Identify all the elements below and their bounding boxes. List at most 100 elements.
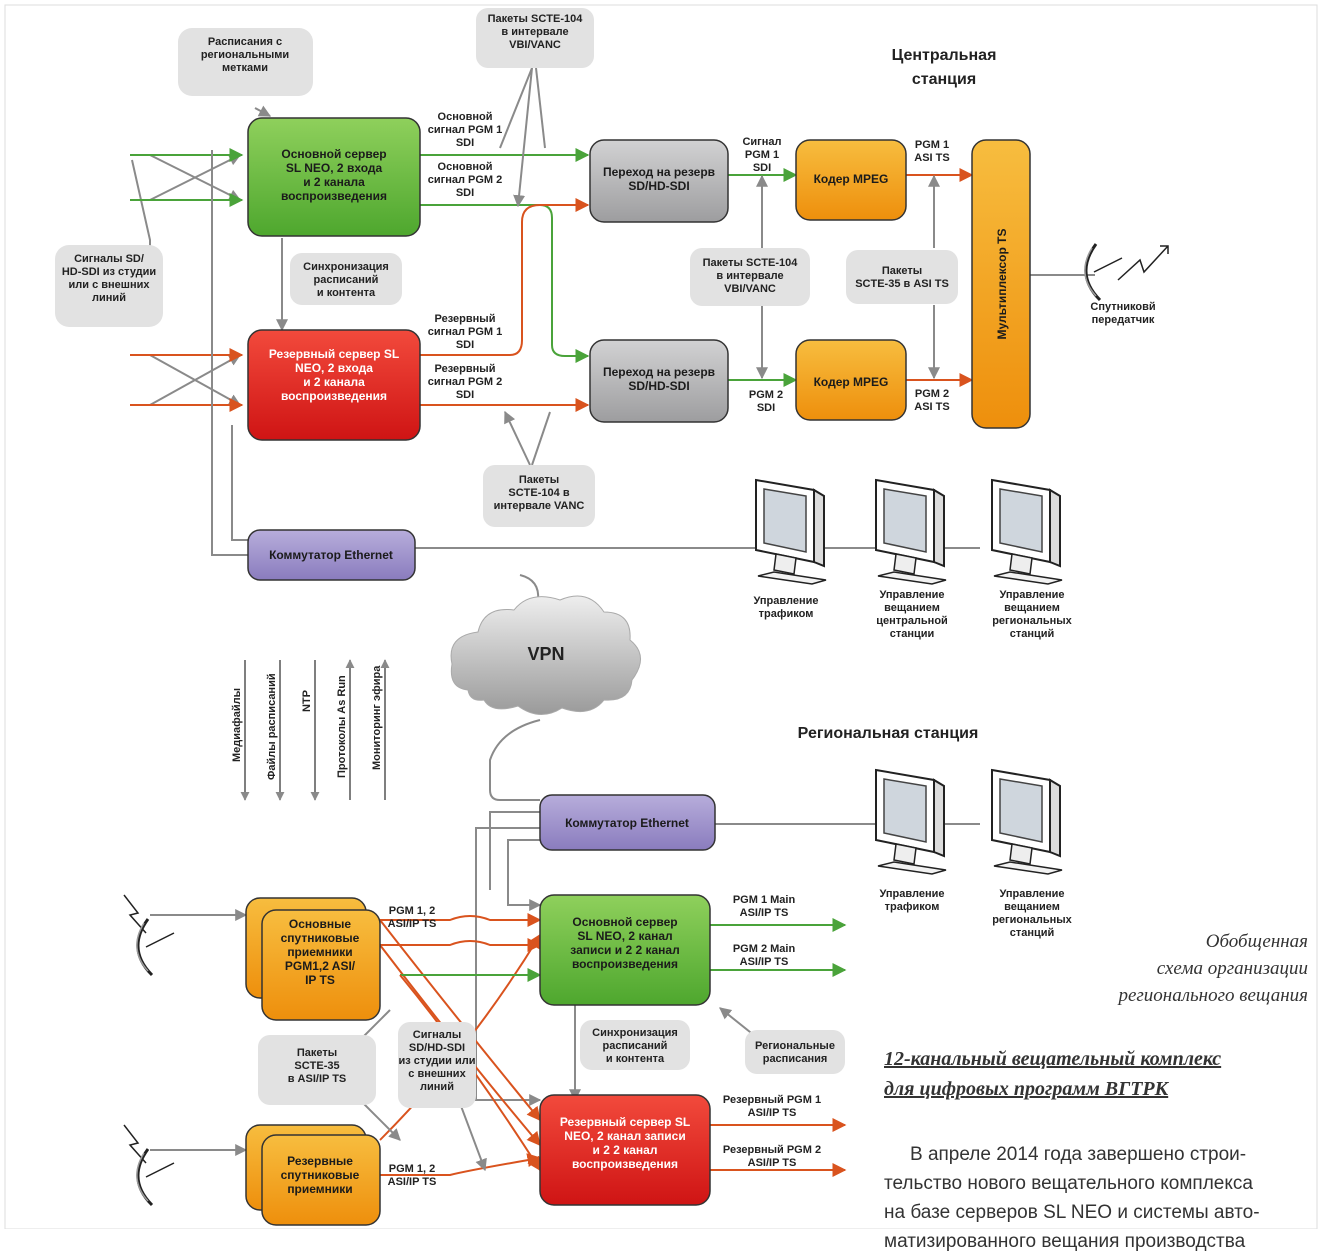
article-line: В апреле 2014 года завершено строи- xyxy=(910,1144,1247,1165)
regional-sync-note-bg xyxy=(580,1020,690,1070)
svg-text:Протоколы As Run: Протоколы As Run xyxy=(336,675,348,778)
inputs-note-bg xyxy=(55,245,163,327)
vpn-cloud: VPN xyxy=(450,595,641,715)
article-title-line: для цифровых программ ВГТРК xyxy=(884,1078,1169,1100)
svg-text:Коммутатор Ethernet: Коммутатор Ethernet xyxy=(565,816,689,830)
satellite-dish-icon xyxy=(123,894,176,977)
article-line: матизированного вещания производства xyxy=(884,1231,1246,1252)
article-title: 12-канальный вещательный комплекс для ци… xyxy=(884,1044,1314,1104)
schedules-note-bg xyxy=(178,28,313,96)
ethernet-central-box xyxy=(247,529,416,581)
central-connections xyxy=(130,67,1095,601)
article-title-line: 12-канальный вещательный комплекс xyxy=(884,1048,1222,1070)
backup-receivers-box xyxy=(261,1134,381,1226)
regional-title: Региональная станция xyxy=(798,725,979,742)
regional-inputs-note-bg xyxy=(398,1022,476,1108)
satellite-transmitter-icon xyxy=(1083,242,1169,302)
article-line: на базе серверов SL NEO и системы авто- xyxy=(884,1202,1260,1223)
svg-text:NTP: NTP xyxy=(301,690,313,712)
ethernet-regional-box xyxy=(539,794,716,851)
article-line: тельство нового вещательного комплекса xyxy=(884,1173,1253,1194)
sync-note-bg xyxy=(290,253,402,305)
main-receivers-box xyxy=(261,909,381,1021)
svg-text:VPN: VPN xyxy=(527,644,564,664)
regional-connections xyxy=(150,719,980,1177)
flow-arrows xyxy=(240,659,390,801)
main-server-box xyxy=(247,117,421,237)
scte104-vanc-note-bg xyxy=(483,465,595,527)
flow-labels: Медиафайлы Файлы расписаний NTP Протокол… xyxy=(231,665,383,780)
svg-text:Мультиплексор TS: Мультиплексор TS xyxy=(995,229,1009,340)
scte104-mid-note-bg xyxy=(690,248,810,306)
mux-box xyxy=(971,139,1031,429)
caption-line: схема организации xyxy=(1156,958,1308,979)
caption-line: Обобщенная xyxy=(1205,931,1308,952)
regional-schedules-note-bg xyxy=(745,1030,845,1074)
backup-server-box xyxy=(247,329,421,441)
regional-backup-server-box xyxy=(539,1094,711,1206)
regional-main-server-box xyxy=(539,894,711,1006)
svg-text:Медиафайлы: Медиафайлы xyxy=(231,688,243,762)
svg-text:Кодер MPEG: Кодер MPEG xyxy=(814,375,889,389)
switch-bottom-box xyxy=(589,339,729,423)
scte35-note-bg xyxy=(846,250,958,304)
svg-text:Кодер MPEG: Кодер MPEG xyxy=(814,172,889,186)
scte104-top-note-bg xyxy=(476,8,594,68)
encoder-top-box xyxy=(795,139,907,221)
svg-text:Мониторинг эфира: Мониторинг эфира xyxy=(371,665,383,770)
article-body: В апреле 2014 года завершено строи- тель… xyxy=(884,1140,1315,1256)
svg-text:Коммутатор Ethernet: Коммутатор Ethernet xyxy=(269,548,393,562)
encoder-bottom-box xyxy=(795,339,907,421)
svg-text:Файлы расписаний: Файлы расписаний xyxy=(266,673,278,780)
regional-scte35-note-bg xyxy=(258,1035,376,1105)
caption-line: регионального вещания xyxy=(1118,985,1308,1006)
